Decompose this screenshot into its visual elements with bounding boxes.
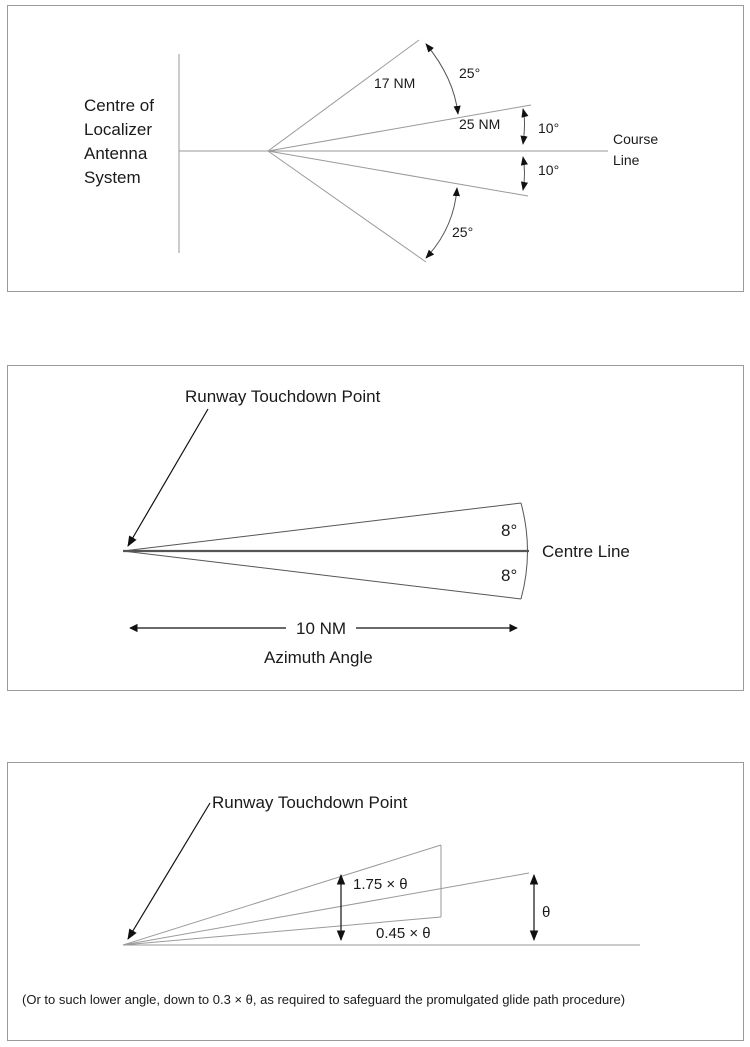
azimuth-lower-boundary — [122, 550, 522, 600]
touchdown-label: Runway Touchdown Point — [185, 387, 381, 406]
azimuth-coverage-panel: Runway Touchdown Point 8° 8° Centre Line… — [7, 365, 744, 691]
upper-factor-label: 1.75 × θ — [353, 876, 408, 893]
elevation-coverage-panel: Runway Touchdown Point 1.75 × θ 0.45 × θ… — [7, 762, 744, 1041]
range-label: 10 NM — [296, 619, 346, 638]
azimuth-coverage-diagram: Runway Touchdown Point 8° 8° Centre Line… — [122, 387, 630, 667]
sector-line-upper-10deg — [267, 104, 532, 152]
azimuth-angle-lower-label: 8° — [501, 566, 517, 585]
range-17nm-label: 17 NM — [374, 75, 415, 91]
azimuth-upper-boundary — [122, 502, 522, 552]
range-label-backdrop — [286, 618, 356, 638]
course-line-label-line1: Course — [613, 131, 658, 147]
sector-line-lower-10deg — [267, 150, 529, 197]
elevation-coverage-diagram: Runway Touchdown Point 1.75 × θ 0.45 × θ… — [22, 793, 640, 1007]
origin-label-line1: Centre of — [84, 96, 154, 115]
origin-label-line2: Localizer — [84, 120, 152, 139]
coverage-lower-boundary — [122, 916, 442, 946]
arc-lower-10 — [520, 156, 529, 191]
elevation-footnote: (Or to such lower angle, down to 0.3 × θ… — [22, 992, 625, 1007]
touchdown-pointer-arrow — [127, 408, 209, 547]
touchdown-pointer-arrow — [127, 802, 211, 940]
localizer-coverage-panel: Centre of Localizer Antenna System 17 NM… — [7, 5, 744, 292]
arc-upper-10 — [520, 108, 529, 145]
angle-lower-inner-label: 10° — [538, 162, 559, 178]
localizer-coverage-diagram: Centre of Localizer Antenna System 17 NM… — [84, 39, 658, 263]
sector-line-lower-35deg — [267, 150, 427, 263]
azimuth-angle-upper-label: 8° — [501, 521, 517, 540]
arc-lower-25 — [425, 187, 460, 259]
angle-upper-outer-label: 25° — [459, 65, 480, 81]
origin-label-line4: System — [84, 168, 141, 187]
angle-upper-inner-label: 10° — [538, 120, 559, 136]
lower-factor-label: 0.45 × θ — [376, 925, 431, 942]
origin-label-line3: Antenna — [84, 144, 148, 163]
glide-path-line — [122, 872, 530, 946]
course-line-label-line2: Line — [613, 152, 640, 168]
coverage-upper-boundary — [122, 844, 442, 946]
touchdown-label: Runway Touchdown Point — [212, 793, 408, 812]
arc-upper-25 — [425, 43, 461, 115]
angle-lower-outer-label: 25° — [452, 224, 473, 240]
azimuth-caption: Azimuth Angle — [264, 648, 373, 667]
sector-line-upper-35deg — [267, 39, 420, 152]
range-25nm-label: 25 NM — [459, 116, 500, 132]
theta-label: θ — [542, 904, 550, 921]
centre-line-label: Centre Line — [542, 542, 630, 561]
